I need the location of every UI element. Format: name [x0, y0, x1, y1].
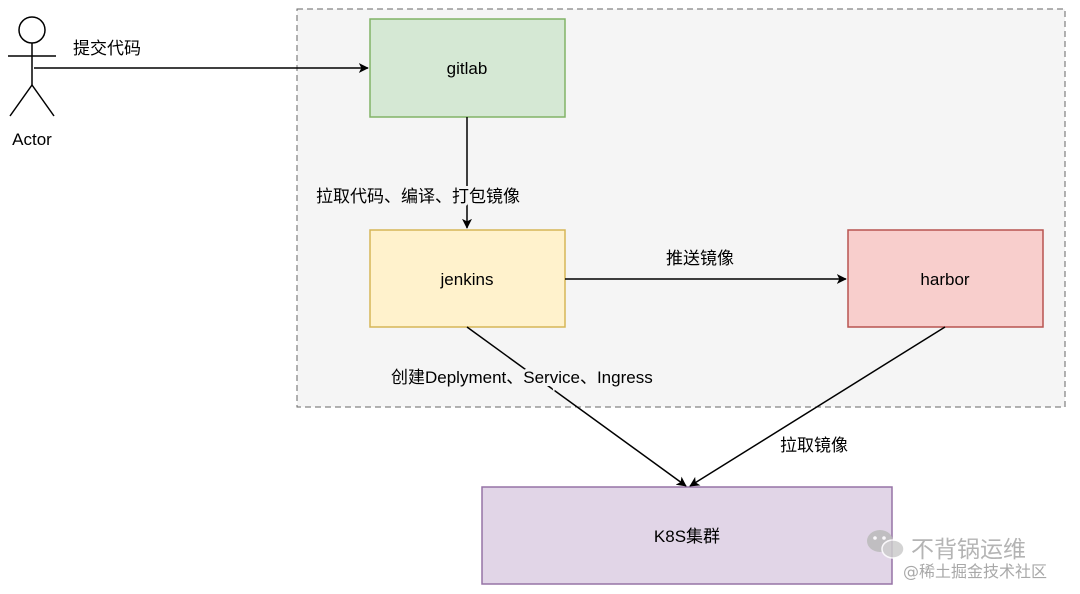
actor-head: [18, 16, 46, 44]
edge-label-create-resources: 创建Deplyment、Service、Ingress: [391, 368, 653, 387]
watermark-line2: @稀土掘金技术社区: [903, 562, 1047, 581]
watermark-line1: 不背锅运维: [911, 537, 1026, 563]
actor-right-leg: [31, 84, 55, 117]
edge-label-pull-image: 拉取镜像: [780, 436, 848, 455]
gitlab-label: gitlab: [447, 59, 488, 78]
actor-figure: [8, 16, 56, 117]
edge-harbor-to-k8s: [689, 326, 946, 487]
watermark: 不背锅运维 @稀土掘金技术社区: [867, 530, 1049, 583]
edge-jenkins-to-k8s: [466, 326, 687, 487]
jenkins-label: jenkins: [440, 270, 494, 289]
wechat-icon: [867, 530, 905, 559]
harbor-node: [847, 229, 1044, 328]
harbor-label: harbor: [920, 270, 969, 289]
k8s-cluster-node: [481, 486, 893, 585]
actor-label: Actor: [12, 130, 52, 149]
edge-label-push-image: 推送镜像: [666, 249, 734, 268]
edge-label-pull-build-package: 拉取代码、编译、打包镜像: [316, 187, 520, 206]
edge-label-submit-code: 提交代码: [73, 39, 141, 58]
k8s-cluster-label: K8S集群: [654, 527, 720, 546]
actor-left-leg: [9, 84, 33, 117]
